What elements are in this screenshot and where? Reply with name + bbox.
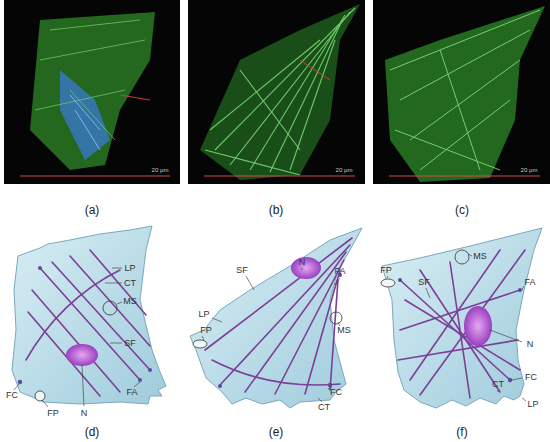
part-label: FC [6, 390, 18, 400]
schematic-d [12, 226, 166, 407]
part-label: FA [524, 277, 535, 287]
panel-label: (f) [456, 427, 467, 437]
panel-label: (b) [269, 205, 284, 215]
part-label: SF [418, 277, 430, 287]
part-label: FA [334, 266, 345, 276]
part-label: LP [198, 309, 209, 319]
micrograph-c [373, 0, 550, 184]
schematic-e [190, 228, 362, 408]
part-label: FC [525, 372, 537, 382]
part-label: CT [124, 278, 136, 288]
micrograph-a [4, 0, 180, 184]
cell-a [30, 12, 155, 170]
part-label: CT [318, 402, 330, 412]
cell-c [385, 6, 545, 182]
part-label: FA [126, 387, 137, 397]
panel-label: (a) [85, 205, 100, 215]
part-label: N [299, 257, 306, 267]
part-label: FP [380, 265, 392, 275]
part-label: LP [124, 263, 135, 273]
part-label: LP [527, 399, 538, 409]
micrograph-b [188, 0, 365, 184]
part-label: MS [337, 325, 351, 335]
cell-b [200, 4, 360, 180]
part-label: FP [200, 325, 212, 335]
scale-bars [20, 176, 540, 177]
part-label: MS [123, 296, 137, 306]
part-label: FP [47, 408, 59, 418]
panel-label: (e) [269, 427, 284, 437]
scale-label: 20 μm [336, 167, 353, 174]
scale-label: 20 μm [521, 167, 538, 174]
part-label: FC [330, 387, 342, 397]
part-label: CT [492, 379, 504, 389]
part-label: N [527, 339, 534, 349]
schematic-f [381, 228, 542, 408]
scale-label: 20 μm [152, 167, 169, 174]
part-label: SF [124, 338, 136, 348]
panel-label: (c) [455, 205, 469, 215]
part-label: SF [236, 265, 248, 275]
part-label: N [81, 408, 88, 418]
panel-label: (d) [85, 427, 100, 437]
part-label: MS [473, 251, 487, 261]
